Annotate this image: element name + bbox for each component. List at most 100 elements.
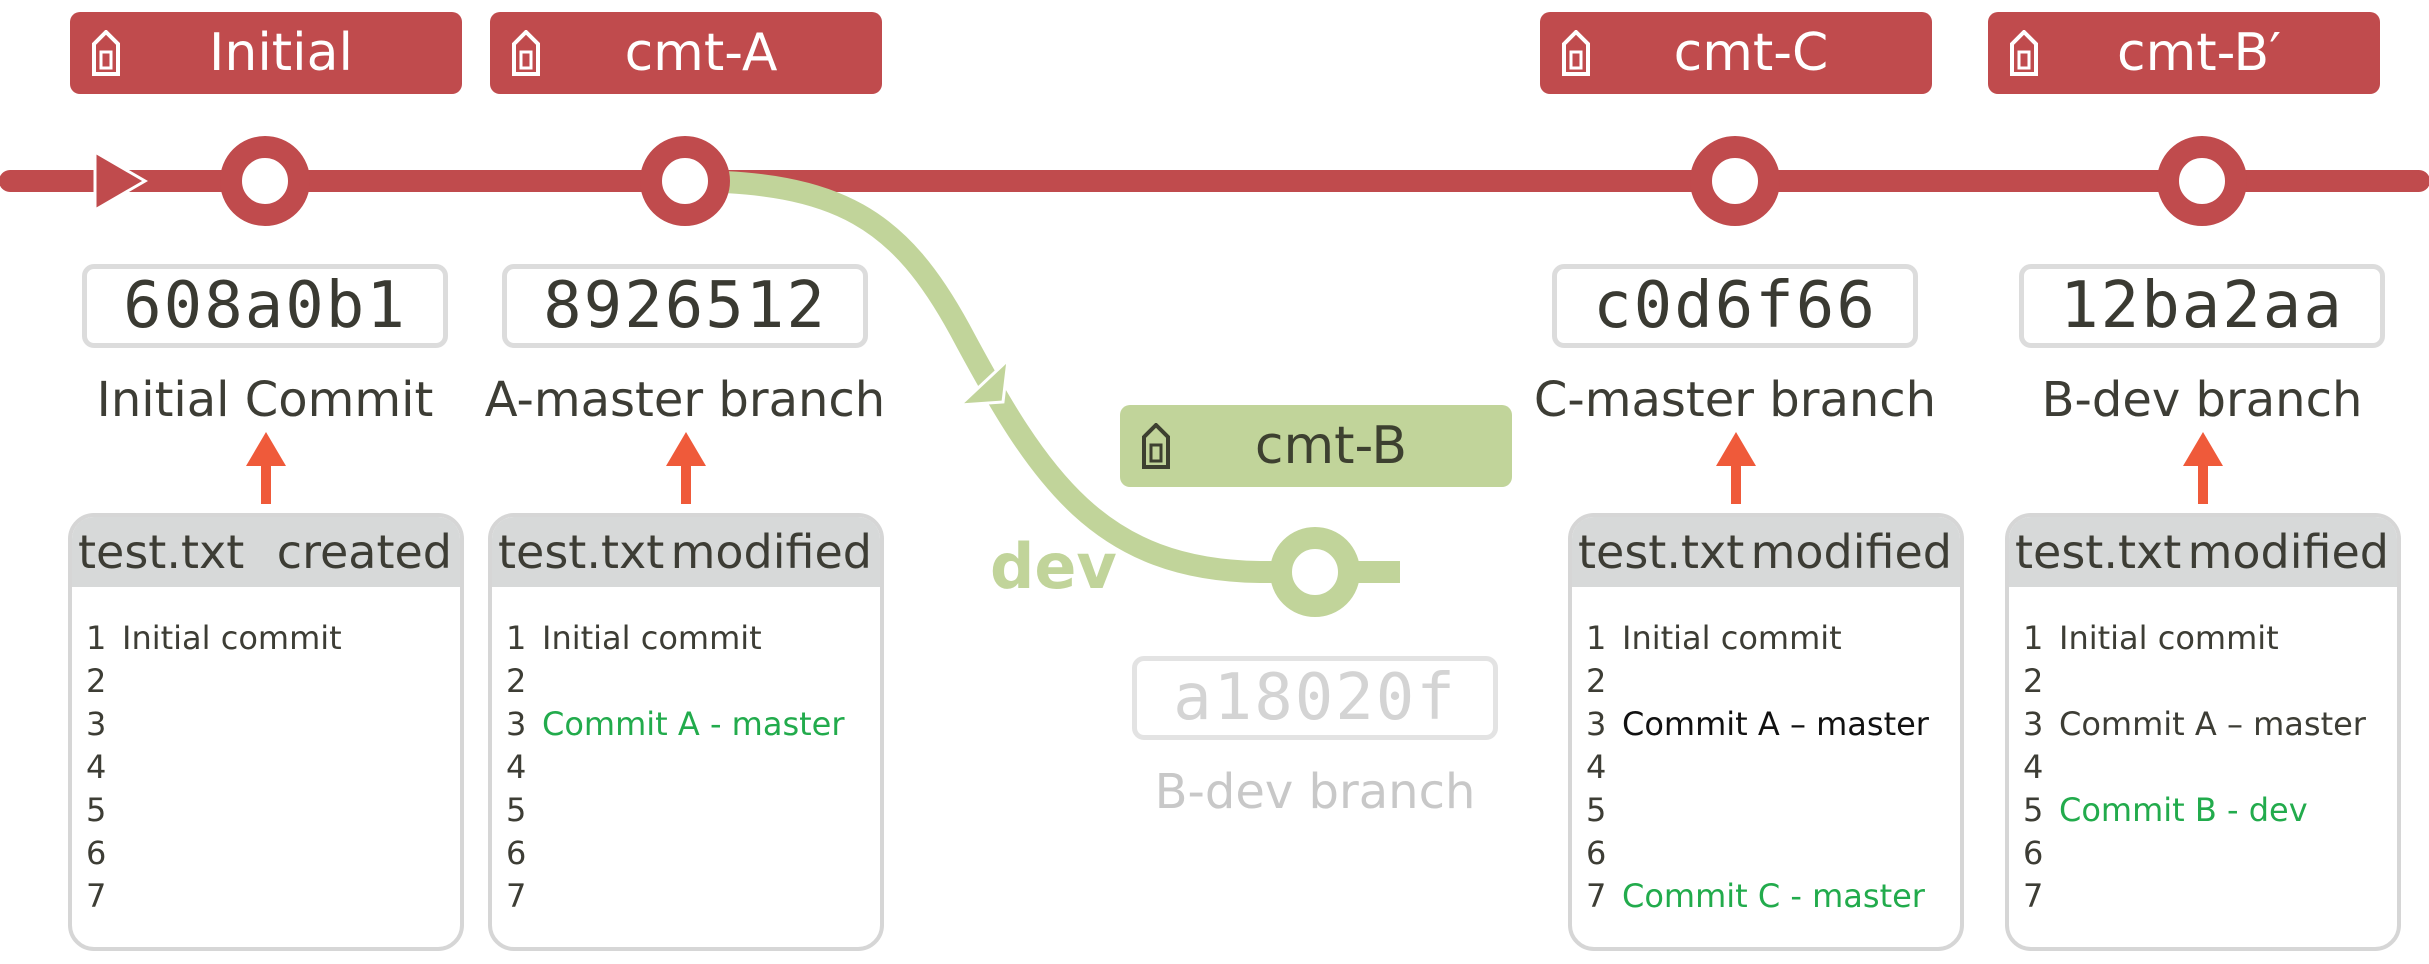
file-line: 7 [506,875,880,918]
tag-label: Initial [209,23,353,83]
line-text: Initial commit [122,619,342,657]
commit-label: C-master branch [1533,372,1937,428]
line-number: 7 [1586,877,1607,915]
line-number: 3 [506,705,527,743]
file-line: 2 [86,660,460,703]
file-line: 7 [86,875,460,918]
line-text-added: Commit B - dev [2059,791,2308,829]
file-line: 7 [2023,875,2397,918]
file-line: 3 [86,703,460,746]
file-line: 6 [2023,832,2397,875]
file-line: 6 [1586,832,1960,875]
commit-node-b-prime[interactable] [2157,136,2247,226]
commit-label: B-dev branch [2041,372,2363,428]
up-arrow-icon [246,432,286,504]
file-line: 6 [86,832,460,875]
file-line: 1 Initial commit [1586,617,1960,660]
line-number: 1 [86,619,107,657]
tag-icon [512,30,540,76]
file-header: test.txt modified [1572,517,1960,587]
line-number: 1 [2023,619,2044,657]
commit-hash: 608a0b1 [82,264,448,348]
file-line: 3 Commit A – master [2023,703,2397,746]
line-number: 6 [2023,834,2044,872]
file-line: 5 [506,789,880,832]
file-line: 5 [86,789,460,832]
line-number: 3 [1586,705,1607,743]
file-line: 1 Initial commit [86,617,460,660]
line-number: 2 [2023,662,2044,700]
line-number: 4 [86,748,107,786]
tag-icon [1142,423,1170,469]
file-line: 7 Commit C - master [1586,875,1960,918]
file-line: 4 [1586,746,1960,789]
line-number: 2 [1586,662,1607,700]
up-arrow-icon [666,432,706,504]
file-line: 2 [1586,660,1960,703]
file-header: test.txt created [72,517,460,587]
file-name: test.txt [78,525,245,579]
line-number: 5 [86,791,107,829]
up-arrow-icon [2183,432,2223,504]
branch-label-dev: dev [990,530,1117,603]
line-text: Commit A – master [2059,705,2366,743]
file-status: modified [2187,525,2389,579]
file-line: 3 Commit A – master [1586,703,1960,746]
commit-node-b[interactable] [1270,527,1360,617]
commit-node-a[interactable] [640,136,730,226]
tag-cmt-b[interactable]: cmt-B [1120,405,1512,487]
tag-icon [2010,30,2038,76]
file-header: test.txt modified [2009,517,2397,587]
tag-cmt-c[interactable]: cmt-C [1540,12,1932,94]
commit-hash: a18020f [1132,656,1498,740]
file-panel: test.txt created 1 Initial commit 2 3 4 5… [68,513,464,951]
file-line: 2 [2023,660,2397,703]
line-text-added: Commit C - master [1622,877,1925,915]
commit-label: B-dev branch [1154,764,1476,820]
file-name: test.txt [1578,525,1745,579]
tag-label: cmt-B′ [2116,23,2282,83]
up-arrow-icon [1716,432,1756,504]
line-number: 6 [86,834,107,872]
file-line: 2 [506,660,880,703]
line-number: 2 [86,662,107,700]
commit-label: A-master branch [484,372,886,428]
line-text: Initial commit [542,619,762,657]
file-line: 5 [1586,789,1960,832]
line-number: 6 [506,834,527,872]
line-number: 6 [1586,834,1607,872]
file-name: test.txt [498,525,665,579]
line-number: 1 [1586,619,1607,657]
line-number: 3 [86,705,107,743]
line-number: 4 [1586,748,1607,786]
line-text: Initial commit [1622,619,1842,657]
tag-cmt-b-prime[interactable]: cmt-B′ [1988,12,2380,94]
line-text-added: Commit A - master [542,705,845,743]
tag-initial[interactable]: Initial [70,12,462,94]
file-header: test.txt modified [492,517,880,587]
file-name: test.txt [2015,525,2182,579]
commit-node-c[interactable] [1690,136,1780,226]
commit-hash: 12ba2aa [2019,264,2385,348]
file-line: 3 Commit A - master [506,703,880,746]
commit-node-initial[interactable] [220,136,310,226]
line-number: 3 [2023,705,2044,743]
tag-cmt-a[interactable]: cmt-A [490,12,882,94]
line-number: 4 [506,748,527,786]
line-text: Commit A – master [1622,705,1929,743]
file-line: 4 [86,746,460,789]
master-start-arrow [93,149,148,213]
file-line: 4 [2023,746,2397,789]
tag-label: cmt-C [1673,23,1829,83]
file-status: created [276,525,452,579]
commit-hash: c0d6f66 [1552,264,1918,348]
line-number: 4 [2023,748,2044,786]
tag-icon [92,30,120,76]
file-line: 4 [506,746,880,789]
